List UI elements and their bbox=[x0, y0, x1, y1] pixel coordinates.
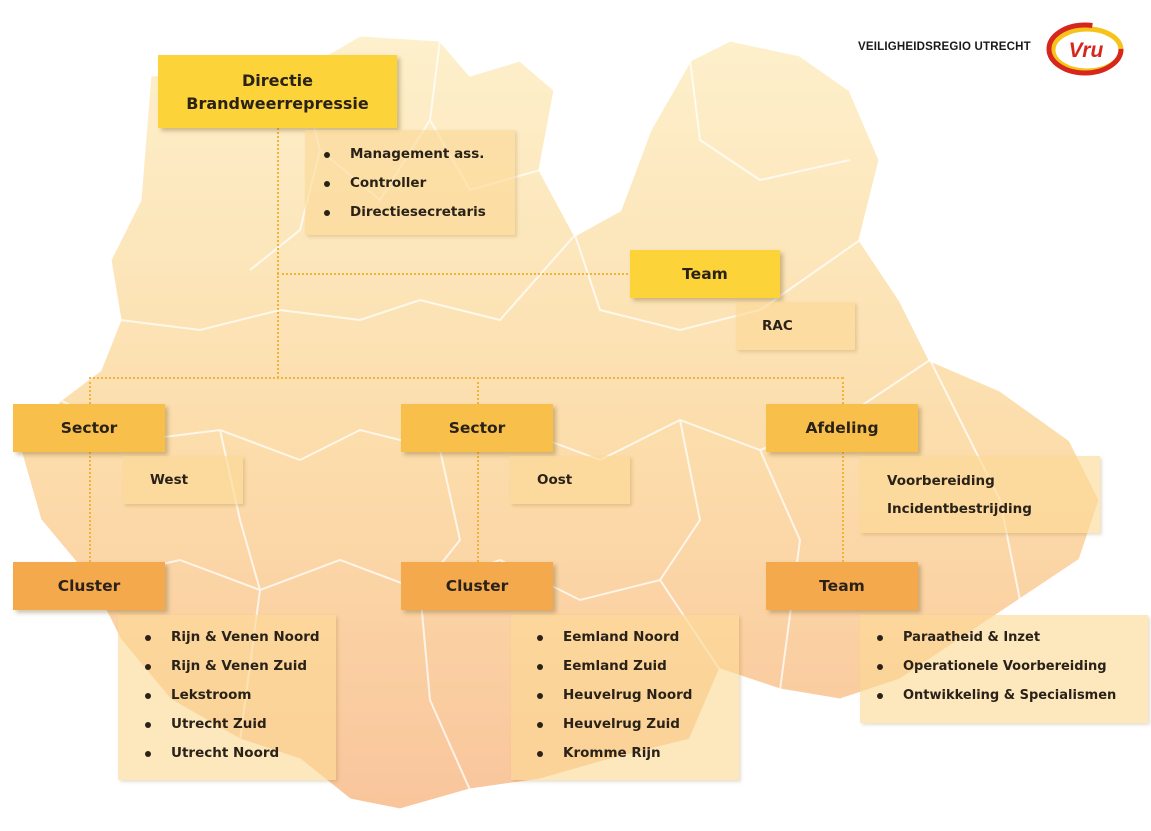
afdeling-title: Afdeling bbox=[805, 419, 879, 437]
team-rac-sub-box: RAC bbox=[736, 302, 855, 350]
afdeling-sub-box: Voorbereiding Incidentbestrijding bbox=[860, 456, 1100, 533]
cluster-oost-box: Cluster bbox=[401, 562, 553, 610]
team-rac-title: Team bbox=[682, 265, 728, 283]
sector-oost-box: Sector bbox=[401, 404, 553, 452]
team-afdeling-sub-box: Paraatheid & Inzet Operationele Voorbere… bbox=[860, 615, 1148, 723]
sector-oost-title: Sector bbox=[448, 419, 506, 437]
list-item: Utrecht Zuid bbox=[145, 710, 336, 739]
list-item: Paraatheid & Inzet bbox=[877, 623, 1148, 652]
cluster-oost-title: Cluster bbox=[445, 577, 509, 595]
team-afdeling-list: Paraatheid & Inzet Operationele Voorbere… bbox=[877, 623, 1148, 710]
list-item: Kromme Rijn bbox=[537, 739, 739, 768]
svg-text:Vru: Vru bbox=[1069, 39, 1104, 62]
list-item: Ontwikkeling & Specialismen bbox=[877, 681, 1148, 710]
directie-title-line1: Directie bbox=[242, 70, 313, 90]
cluster-west-list: Rijn & Venen Noord Rijn & Venen Zuid Lek… bbox=[145, 623, 336, 768]
team-rac-box: Team bbox=[630, 250, 780, 298]
afdeling-item: Incidentbestrijding bbox=[887, 500, 1032, 517]
vru-logo: Vru bbox=[1046, 22, 1124, 76]
list-item: Operationele Voorbereiding bbox=[877, 652, 1148, 681]
sector-west-box: Sector bbox=[13, 404, 165, 452]
team-afdeling-box: Team bbox=[766, 562, 918, 610]
connector-sectors-bus bbox=[89, 377, 843, 379]
list-item: Management ass. bbox=[324, 140, 515, 169]
directie-staff-box: Management ass. Controller Directiesecre… bbox=[305, 130, 515, 235]
organization-name: VEILIGHEIDSREGIO UTRECHT bbox=[858, 41, 1031, 53]
connector-afdeling-to-team bbox=[842, 452, 844, 562]
connector-oost-to-cluster bbox=[477, 452, 479, 562]
list-item: Rijn & Venen Zuid bbox=[145, 652, 336, 681]
connector-drop-oost bbox=[477, 377, 479, 404]
directie-staff-list: Management ass. Controller Directiesecre… bbox=[324, 140, 515, 227]
list-item: Controller bbox=[324, 169, 515, 198]
cluster-oost-list: Eemland Noord Eemland Zuid Heuvelrug Noo… bbox=[537, 623, 739, 768]
connector-to-team bbox=[277, 273, 632, 275]
directie-box: Directie Brandweerrepressie bbox=[158, 55, 397, 128]
list-item: Eemland Zuid bbox=[537, 652, 739, 681]
afdeling-box: Afdeling bbox=[766, 404, 918, 452]
afdeling-item: Voorbereiding bbox=[887, 472, 995, 489]
list-item: Heuvelrug Zuid bbox=[537, 710, 739, 739]
connector-drop-west bbox=[89, 377, 91, 404]
directie-title-line2: Brandweerrepressie bbox=[186, 93, 369, 113]
cluster-west-title: Cluster bbox=[57, 577, 121, 595]
cluster-west-box: Cluster bbox=[13, 562, 165, 610]
connector-directie-down bbox=[277, 128, 279, 378]
list-item: Directiesecretaris bbox=[324, 198, 515, 227]
connector-west-to-cluster bbox=[89, 452, 91, 562]
sector-west-label: West bbox=[150, 472, 189, 488]
list-item: Rijn & Venen Noord bbox=[145, 623, 336, 652]
team-rac-label: RAC bbox=[762, 318, 793, 334]
list-item: Heuvelrug Noord bbox=[537, 681, 739, 710]
list-item: Lekstroom bbox=[145, 681, 336, 710]
list-item: Utrecht Noord bbox=[145, 739, 336, 768]
cluster-oost-sub-box: Eemland Noord Eemland Zuid Heuvelrug Noo… bbox=[511, 615, 739, 780]
cluster-west-sub-box: Rijn & Venen Noord Rijn & Venen Zuid Lek… bbox=[118, 615, 336, 780]
connector-drop-afdeling bbox=[842, 377, 844, 404]
sector-west-title: Sector bbox=[60, 419, 118, 437]
sector-oost-sub-box: Oost bbox=[510, 456, 630, 504]
team-afdeling-title: Team bbox=[819, 577, 865, 595]
sector-west-sub-box: West bbox=[123, 456, 243, 504]
list-item: Eemland Noord bbox=[537, 623, 739, 652]
sector-oost-label: Oost bbox=[537, 472, 573, 488]
